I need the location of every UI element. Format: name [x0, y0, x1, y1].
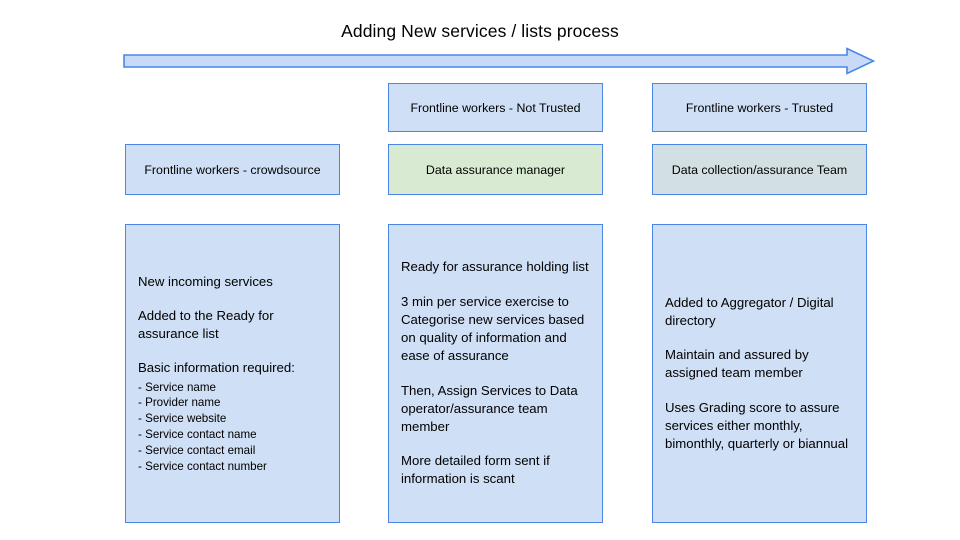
content-list-heading: Basic information required: — [138, 360, 295, 376]
list-item: - Provider name — [138, 396, 221, 410]
role-box-data-assurance-manager[interactable]: Data assurance manager — [388, 144, 603, 195]
content-box-left[interactable]: New incoming services Added to the Ready… — [125, 224, 340, 523]
content-paragraph: New incoming services — [138, 273, 273, 289]
basic-information-list: - Service name - Provider name - Service… — [138, 380, 327, 475]
role-box-label: Frontline workers - Trusted — [685, 100, 834, 115]
list-item: - Service name — [138, 380, 216, 394]
content-paragraph: 3 min per service exercise to Categorise… — [401, 293, 585, 364]
list-item: - Service contact name — [138, 427, 257, 441]
content-paragraph: Added to the Ready for assurance list — [138, 307, 274, 342]
role-box-label: Data assurance manager — [425, 162, 566, 177]
page-title: Adding New services / lists process — [341, 21, 619, 41]
content-paragraph: Ready for assurance holding list — [401, 259, 589, 275]
content-paragraph: Added to Aggregator / Digital directory — [665, 294, 834, 328]
role-box-label: Data collection/assurance Team — [671, 162, 848, 177]
role-box-data-collection-assurance-team[interactable]: Data collection/assurance Team — [652, 144, 867, 195]
list-item: - Service contact number — [138, 459, 267, 473]
content-box-middle[interactable]: Ready for assurance holding list 3 min p… — [388, 224, 603, 523]
content-paragraph: More detailed form sent if information i… — [401, 453, 550, 487]
role-box-frontline-workers-crowdsource[interactable]: Frontline workers - crowdsource — [125, 144, 340, 195]
role-box-frontline-workers-trusted[interactable]: Frontline workers - Trusted — [652, 83, 867, 132]
content-paragraph: Uses Grading score to assure services ei… — [665, 399, 849, 451]
list-item: - Service website — [138, 412, 227, 426]
content-paragraph: Then, Assign Services to Data operator/a… — [401, 382, 578, 434]
role-box-label: Frontline workers - Not Trusted — [410, 100, 581, 115]
content-box-right[interactable]: Added to Aggregator / Digital directory … — [652, 224, 867, 523]
list-item: - Service contact email — [138, 443, 256, 457]
arrow-right-icon — [123, 47, 876, 75]
process-flow-arrow — [123, 47, 876, 75]
role-box-frontline-workers-not-trusted[interactable]: Frontline workers - Not Trusted — [388, 83, 603, 132]
content-paragraph: Maintain and assured by assigned team me… — [665, 347, 809, 381]
role-box-label: Frontline workers - crowdsource — [144, 162, 321, 177]
